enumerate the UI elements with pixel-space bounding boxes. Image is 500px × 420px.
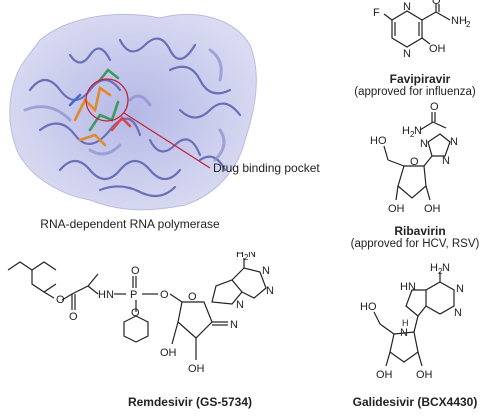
favipiravir-atom-o: O [432,0,441,7]
drug-binding-pocket-callout [85,78,211,169]
ribavirin-note: (approved for HCV, RSV) [350,238,480,250]
ribavirin-atom-ho: HO [370,135,387,147]
remdesivir-name: Remdesivir (GS-5734) [127,395,253,409]
ribavirin-atom-o-ring: O [410,156,419,168]
galidesivir-atom-oh-right: OH [416,369,433,381]
galidesivir-atom-h2n-n: N [442,262,450,274]
remdesivir-atom-n3: N [236,299,244,311]
remdesivir-atom-oh-right: OH [188,363,205,375]
favipiravir-note: (approved for influenza) [354,86,476,98]
galidesivir-atom-oh-left: OH [376,369,393,381]
drug-binding-pocket-label: Drug binding pocket [213,161,320,175]
galidesivir-atom-h2n: H [430,262,438,274]
remdesivir-atom-o-carbonyl: O [69,311,78,323]
galidesivir-atom-h2n-sub: 2 [438,267,443,276]
remdesivir-atom-oh-left: OH [160,347,177,359]
remdesivir-atom-o-phenyl: O [131,307,140,319]
ligand-sticks [68,68,132,147]
remdesivir-atom-h2n: H [236,252,244,260]
galidesivir-atom-n1: N [456,283,464,295]
ribavirin-structure: O H 2 N N N N HO O OH OH [370,101,458,215]
ribavirin-atom-oh-right: OH [424,203,441,215]
galidesivir-name: Galidesivir (BCX4430) [352,395,478,409]
ribavirin-atom-h2n-sub: 2 [410,130,415,139]
remdesivir-atom-o-p: O [131,265,140,277]
protein-ribbons-light [23,48,226,162]
ribavirin-atom-n-c: N [420,138,428,150]
ribavirin-atom-n-b: N [442,155,450,167]
ribavirin-atom-h2n-n: N [414,125,422,137]
ribavirin-atom-o-carbonyl: O [430,101,439,113]
galidesivir-atom-hn-pyrrole: HN [400,281,416,293]
polymerase-caption: RNA-dependent RNA polymerase [40,217,220,231]
favipiravir-name: Favipiravir [389,72,451,86]
remdesivir-atom-h2n-sub: 2 [244,253,249,262]
remdesivir-atom-n1: N [262,265,270,277]
favipiravir-atom-f: F [373,7,380,19]
remdesivir-atom-n2: N [266,285,274,297]
favipiravir-atom-oh: OH [429,43,446,55]
remdesivir-structure: O O HN P O O O O H 2 N N N N N OH OH [7,252,274,375]
remdesivir-atom-cn: N [230,319,238,331]
ribavirin-atom-h2n: H [402,125,410,137]
favipiravir-atom-n2: N [403,48,411,60]
remdesivir-atom-p: P [130,289,137,301]
remdesivir-atom-h2n-n: N [248,252,256,260]
remdesivir-atom-o-ring: O [188,291,197,303]
remdesivir-atom-hn: HN [98,289,114,301]
favipiravir-structure: F N N O NH 2 OH [373,0,471,60]
galidesivir-atom-ho: HO [360,301,377,313]
galidesivir-atom-n2: N [454,307,462,319]
favipiravir-atom-nh2: NH [451,15,467,27]
remdesivir-atom-o-linker: O [160,289,169,301]
remdesivir-atom-o1: O [56,294,65,306]
galidesivir-atom-n-ring: N [400,327,408,339]
favipiravir-atom-nh2-sub: 2 [466,20,471,29]
ribavirin-atom-n-a: N [450,136,458,148]
galidesivir-atom-nh-h: H [402,318,409,328]
protein-surface [9,14,257,211]
ribavirin-name: Ribavirin [394,224,446,238]
ribavirin-atom-oh-left: OH [388,203,405,215]
galidesivir-structure: H 2 N HN N N HO N H OH OH [360,262,464,381]
favipiravir-atom-n1: N [403,1,411,13]
